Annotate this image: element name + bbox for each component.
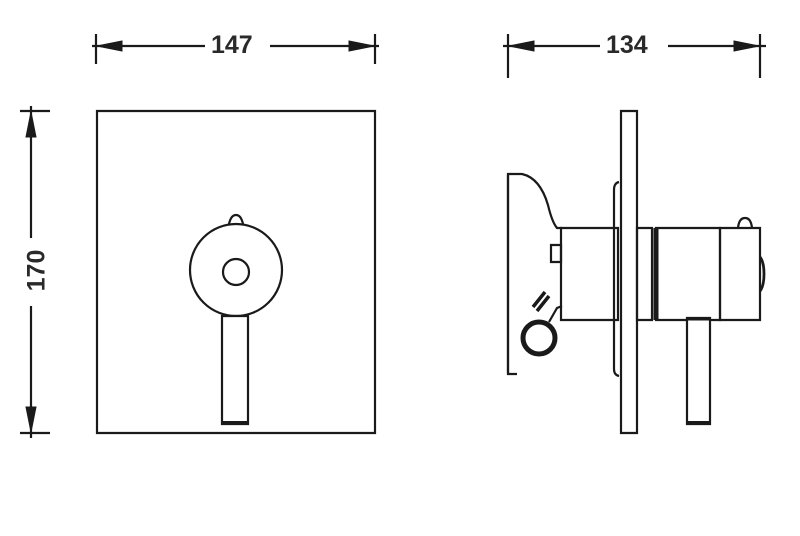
width-dimension-label: 147 (205, 33, 259, 58)
width-dimension (92, 34, 379, 64)
valve-body-front (637, 228, 652, 320)
handle-body (656, 228, 720, 320)
handle-lever-side (687, 318, 710, 424)
inlet-marking-icon (533, 292, 549, 311)
depth-dimension-label: 134 (600, 33, 654, 58)
handle-disc (190, 224, 282, 316)
height-arrow-top-icon (26, 112, 36, 137)
cover-plate-profile (621, 111, 637, 433)
handle-cap-bulge (760, 257, 764, 291)
depth-dimension (503, 34, 766, 78)
handle-lever (222, 316, 248, 424)
front-view (97, 111, 375, 433)
depth-arrow-right-icon (734, 41, 759, 51)
connector-tab (551, 245, 561, 262)
height-dimension (20, 106, 50, 438)
handle-cap (720, 228, 760, 320)
valve-body-rear (561, 228, 618, 320)
width-arrow-right-icon (349, 41, 374, 51)
inlet-ring-icon (523, 322, 555, 354)
side-view (508, 111, 764, 433)
depth-arrow-left-icon (509, 41, 534, 51)
width-arrow-left-icon (97, 41, 122, 51)
cover-plate (97, 111, 375, 433)
handle-top-nub-side (738, 218, 752, 228)
handle-top-nub (229, 215, 243, 224)
height-dimension-label: 170 (22, 245, 50, 296)
plaster-guard (614, 182, 619, 376)
height-arrow-bottom-icon (26, 407, 36, 432)
handle-center-cap (223, 259, 249, 285)
